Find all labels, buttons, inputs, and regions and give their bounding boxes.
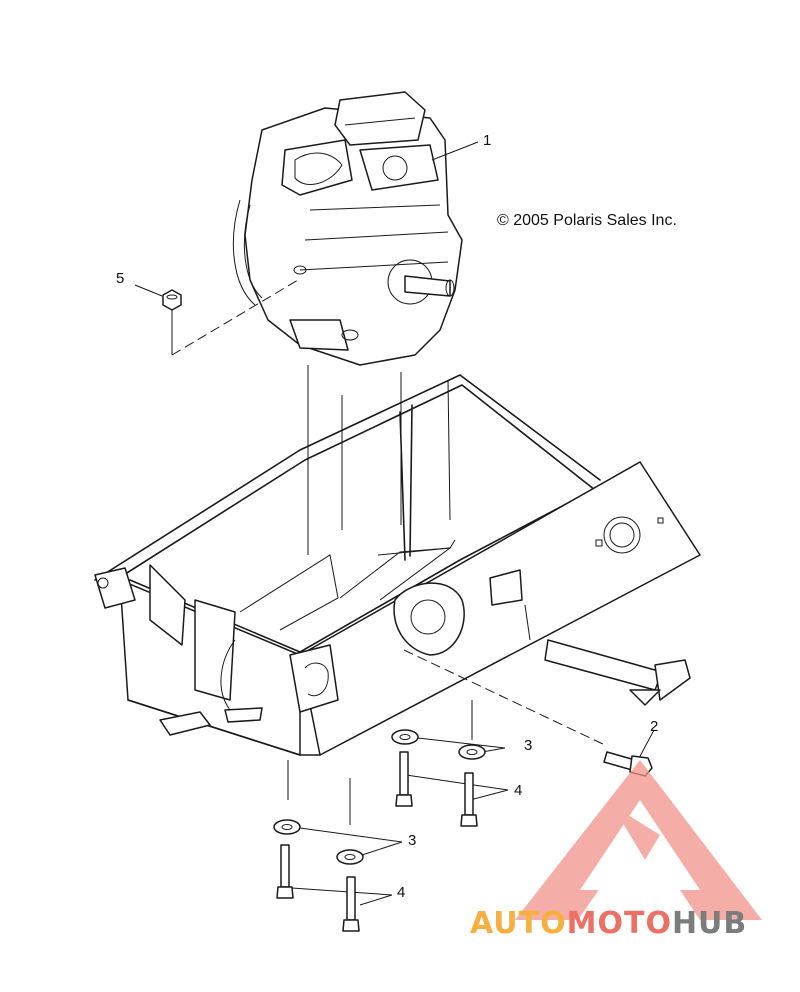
watermark-auto: AUTO bbox=[470, 906, 567, 941]
copyright-text: © 2005 Polaris Sales Inc. bbox=[497, 212, 677, 229]
mounting-bolt-parts bbox=[276, 751, 478, 932]
callout-3-upper: 3 bbox=[524, 737, 533, 754]
watermark-moto: MOTO bbox=[566, 906, 672, 941]
callout-1: 1 bbox=[483, 132, 492, 149]
callout-4-lower: 4 bbox=[397, 884, 406, 901]
watermark-text: AUTOMOTOHUB bbox=[470, 906, 747, 941]
callout-2: 2 bbox=[650, 718, 659, 735]
frame-part bbox=[94, 374, 701, 756]
watermark-logo-icon bbox=[515, 760, 762, 920]
callout-3-lower: 3 bbox=[408, 832, 417, 849]
nut-part bbox=[162, 289, 182, 311]
engine-part bbox=[232, 91, 463, 366]
washer-parts bbox=[273, 729, 486, 865]
alignment-lines bbox=[134, 141, 655, 906]
watermark-hub: HUB bbox=[671, 906, 748, 941]
callout-4-upper: 4 bbox=[514, 782, 523, 799]
callout-5: 5 bbox=[116, 270, 125, 287]
